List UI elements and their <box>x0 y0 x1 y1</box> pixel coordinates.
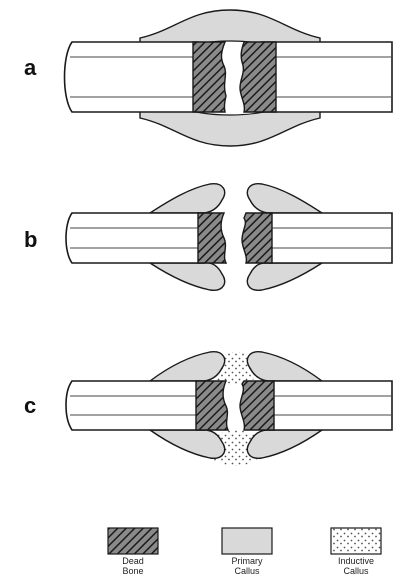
dead-bone-right-a <box>240 42 276 112</box>
panel-label-c: c <box>24 393 36 418</box>
dead-bone-right-c <box>240 381 274 430</box>
legend-item-inductive-callus: Inductive Callus <box>331 528 381 576</box>
dead-bone-left-a <box>193 42 226 112</box>
primary-callus-c-lower-right <box>247 430 322 458</box>
bone-shaft-left-b <box>66 213 204 263</box>
dead-bone-label-line1: Dead <box>122 556 144 566</box>
dead-bone-label-line2: Bone <box>122 566 143 576</box>
primary-callus-c-upper-right <box>247 352 322 381</box>
bone-shaft-right-c <box>262 381 392 430</box>
inductive-callus-label-line2: Callus <box>343 566 369 576</box>
panel-label-b: b <box>24 227 37 252</box>
panel-b: b <box>24 184 392 291</box>
primary-callus-b-upper-left <box>150 184 225 213</box>
legend-item-primary-callus: Primary Callus <box>222 528 272 576</box>
panel-label-a: a <box>24 55 37 80</box>
dead-bone-left-b <box>198 213 226 263</box>
primary-callus-label-line1: Primary <box>232 556 263 566</box>
primary-callus-b-lower-right <box>247 263 322 290</box>
primary-callus-label-line2: Callus <box>234 566 260 576</box>
dead-bone-left-c <box>196 381 228 430</box>
dead-bone-right-b <box>242 213 272 263</box>
primary-callus-b-lower-left <box>150 263 225 290</box>
primary-callus-c-lower-left <box>150 430 225 458</box>
legend: Dead Bone Primary Callus Inductive Callu… <box>108 528 381 576</box>
bone-shaft-right-a <box>262 42 392 112</box>
bone-shaft-left-c <box>66 381 204 430</box>
inductive-callus-label-line1: Inductive <box>338 556 374 566</box>
primary-callus-swatch <box>222 528 272 554</box>
bone-shaft-left-a <box>65 42 199 112</box>
legend-item-dead-bone: Dead Bone <box>108 528 158 576</box>
panel-c: c <box>24 352 392 466</box>
panel-a: a <box>24 10 392 146</box>
bone-shaft-right-b <box>262 213 392 263</box>
primary-callus-c-upper-left <box>150 352 225 381</box>
inductive-callus-swatch <box>331 528 381 554</box>
dead-bone-swatch <box>108 528 158 554</box>
primary-callus-b-upper-right <box>247 184 322 213</box>
